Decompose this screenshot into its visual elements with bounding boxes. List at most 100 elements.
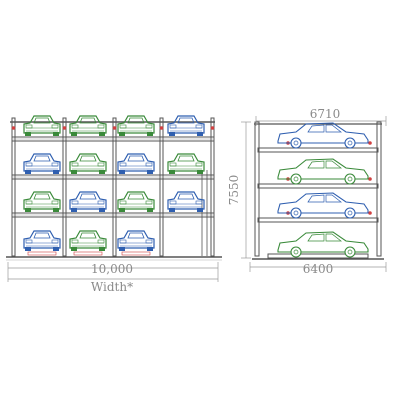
front-marker bbox=[112, 126, 117, 130]
car-windshield bbox=[33, 193, 51, 200]
front-view bbox=[6, 115, 222, 282]
car-windshield bbox=[127, 155, 145, 162]
car-headlight-right bbox=[51, 239, 59, 244]
car-body bbox=[23, 115, 61, 134]
front-column bbox=[11, 117, 16, 257]
car-hub-front bbox=[293, 210, 299, 216]
car-window-front bbox=[307, 233, 325, 242]
car-body bbox=[69, 115, 107, 134]
car-windshield bbox=[33, 232, 51, 239]
car-window-rear bbox=[325, 194, 343, 203]
car-wheel-right bbox=[53, 247, 59, 251]
car-body bbox=[117, 230, 155, 249]
side-view bbox=[241, 116, 387, 272]
car-windshield bbox=[79, 193, 97, 200]
car-headlight-left bbox=[25, 124, 33, 129]
side-marker bbox=[368, 177, 372, 181]
front-width-dimension: 10,000 bbox=[91, 262, 133, 276]
car-wheel-left bbox=[169, 132, 175, 136]
side-marker bbox=[368, 141, 372, 145]
car-windshield bbox=[79, 232, 97, 239]
car-windshield bbox=[79, 117, 97, 124]
car-wheel-right bbox=[147, 132, 153, 136]
car-hub-rear bbox=[347, 176, 353, 182]
side-marker bbox=[368, 211, 372, 215]
car-windshield bbox=[177, 155, 195, 162]
car-headlight-right bbox=[145, 239, 153, 244]
car-headlight-left bbox=[119, 239, 127, 244]
car-wheel-right bbox=[53, 132, 59, 136]
car-wheel-left bbox=[25, 208, 31, 212]
car-front bbox=[23, 191, 61, 212]
car-body bbox=[117, 153, 155, 172]
car-windshield bbox=[79, 155, 97, 162]
car-windshield bbox=[177, 193, 195, 200]
car-front bbox=[69, 191, 107, 212]
car-profile bbox=[277, 122, 369, 144]
car-headlight-left bbox=[119, 200, 127, 205]
side-ground-pallet bbox=[267, 253, 369, 259]
car-wheel-left bbox=[25, 247, 31, 251]
car-profile bbox=[277, 192, 369, 214]
car-body bbox=[167, 115, 205, 134]
car-wheel-right bbox=[99, 170, 105, 174]
car-headlight-right bbox=[97, 162, 105, 167]
car-profile bbox=[277, 158, 369, 180]
car-wheel-front bbox=[290, 137, 302, 149]
car-hub-rear bbox=[347, 210, 353, 216]
car-wheel-left bbox=[71, 247, 77, 251]
car-window-front bbox=[307, 194, 325, 203]
car-window-rear bbox=[325, 160, 343, 169]
car-headlight-right bbox=[51, 162, 59, 167]
car-front bbox=[69, 115, 107, 136]
car-hub-front bbox=[293, 140, 299, 146]
car-side bbox=[277, 158, 369, 185]
front-width-caption: Width* bbox=[91, 280, 133, 294]
car-wheel-right bbox=[147, 247, 153, 251]
side-platform bbox=[257, 217, 379, 223]
car-wheel-left bbox=[71, 208, 77, 212]
car-wheel-left bbox=[119, 208, 125, 212]
car-front bbox=[117, 153, 155, 174]
car-wheel-left bbox=[71, 132, 77, 136]
car-front bbox=[69, 230, 107, 251]
side-column-right bbox=[376, 121, 382, 257]
car-headlight-left bbox=[71, 162, 79, 167]
side-column-left bbox=[254, 121, 260, 257]
car-headlight-right bbox=[145, 162, 153, 167]
car-front bbox=[23, 115, 61, 136]
car-headlight-left bbox=[169, 162, 177, 167]
car-body bbox=[117, 115, 155, 134]
car-body bbox=[117, 191, 155, 210]
front-marker bbox=[210, 126, 215, 130]
car-windshield bbox=[33, 155, 51, 162]
car-front bbox=[23, 153, 61, 174]
car-headlight-left bbox=[25, 200, 33, 205]
car-wheel-right bbox=[197, 132, 203, 136]
car-front bbox=[117, 191, 155, 212]
car-wheel-left bbox=[119, 247, 125, 251]
side-platform bbox=[257, 147, 379, 153]
car-wheel-right bbox=[147, 170, 153, 174]
side-bottom-length-dimension: 6400 bbox=[303, 262, 334, 276]
car-windshield bbox=[127, 193, 145, 200]
car-headlight-right bbox=[97, 124, 105, 129]
car-front bbox=[167, 191, 205, 212]
car-headlight-left bbox=[119, 124, 127, 129]
height-dimension: 7550 bbox=[227, 175, 241, 206]
car-headlight-left bbox=[25, 162, 33, 167]
side-platform bbox=[257, 183, 379, 189]
car-hub-rear bbox=[347, 140, 353, 146]
front-marker bbox=[62, 126, 67, 130]
car-headlight-left bbox=[169, 124, 177, 129]
car-wheel-left bbox=[25, 132, 31, 136]
front-column bbox=[112, 117, 117, 257]
side-top-length-dimension: 6710 bbox=[310, 107, 341, 121]
car-headlight-right bbox=[51, 124, 59, 129]
front-ground-pallet bbox=[121, 251, 151, 256]
car-headlight-right bbox=[51, 200, 59, 205]
car-body bbox=[69, 191, 107, 210]
front-ground-pallet bbox=[73, 251, 103, 256]
